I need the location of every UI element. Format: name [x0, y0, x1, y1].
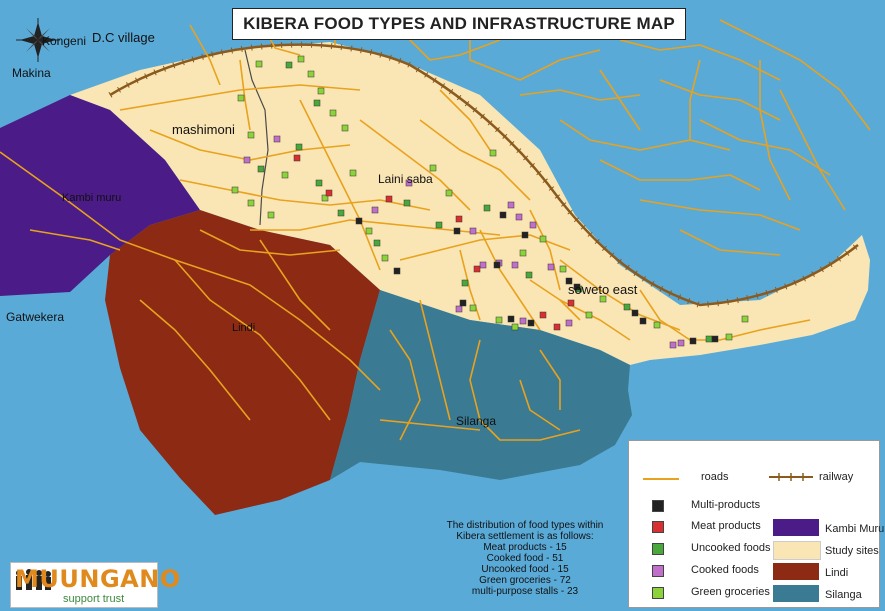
summary-line: Green groceries - 72 — [479, 575, 571, 586]
label-gatwekera: Gatwekera — [6, 310, 65, 324]
label-laini-saba: Laini saba — [378, 172, 433, 186]
railway-legend-line — [769, 473, 813, 481]
map-title: KIBERA FOOD TYPES AND INFRASTRUCTURE MAP — [232, 8, 686, 40]
food-distribution-summary: The distribution of food types within Ki… — [400, 520, 650, 597]
green-groceries-markers — [231, 55, 749, 341]
summary-line: Kibera settlement is as follows: — [456, 531, 594, 542]
food-stall-markers — [231, 55, 749, 349]
meat-products-swatch — [652, 521, 664, 533]
legend-study-sites: Study sites — [825, 545, 879, 557]
logo-subtitle: support trust — [63, 593, 125, 605]
lindi-swatch — [773, 563, 819, 580]
people-silhouettes-icon — [16, 569, 51, 590]
legend-roads: roads — [701, 471, 729, 483]
silanga-swatch — [773, 585, 819, 602]
label-lindi: Lindi — [232, 322, 256, 334]
lindi-region — [105, 210, 380, 515]
label-silanga: Silanga — [456, 414, 497, 428]
silanga-region — [330, 290, 632, 480]
map-legend: roads railway Multi-products Meat produc… — [628, 440, 884, 608]
label-dc-village: D.C village — [92, 30, 155, 45]
legend-silanga: Silanga — [825, 589, 862, 601]
multi-products-markers — [355, 211, 719, 345]
label-kongeni: Kongeni — [42, 34, 87, 48]
label-soweto-east: soweto east — [568, 282, 638, 297]
legend-uncooked-foods: Uncooked foods — [691, 542, 771, 554]
study-sites-swatch — [773, 541, 821, 560]
cooked-foods-swatch — [652, 565, 664, 577]
compass-rose-icon — [16, 18, 60, 62]
summary-line: The distribution of food types within — [446, 520, 604, 531]
muungano-logo: MUUNGANO support trust — [10, 562, 180, 608]
label-makina: Makina — [12, 66, 51, 80]
roads-legend-line — [643, 478, 679, 480]
uncooked-foods-markers — [257, 61, 713, 343]
legend-meat-products: Meat products — [691, 520, 761, 532]
study-sites-region — [70, 42, 870, 365]
logo-wordmark: MUUNGANO — [15, 565, 181, 593]
legend-green-groceries: Green groceries — [691, 586, 770, 598]
legend-kambi-muru: Kambi Muru — [825, 523, 885, 535]
label-kambi-muru: Kambi muru — [62, 192, 122, 204]
multi-products-swatch — [652, 500, 664, 512]
legend-multi-products: Multi-products — [691, 499, 761, 511]
kambi-muru-swatch — [773, 519, 819, 536]
summary-line: Cooked food - 51 — [486, 553, 564, 564]
uncooked-foods-swatch — [652, 543, 664, 555]
summary-line: multi-purpose stalls - 23 — [471, 586, 579, 597]
meat-products-markers — [293, 154, 575, 331]
label-mashimoni: mashimoni — [172, 122, 235, 137]
kambi-muru-region — [0, 95, 200, 296]
green-groceries-swatch — [652, 587, 664, 599]
legend-railway: railway — [819, 471, 854, 483]
summary-line: Uncooked food - 15 — [481, 564, 569, 575]
railway — [109, 43, 859, 307]
summary-line: Meat products - 15 — [483, 542, 567, 553]
legend-lindi: Lindi — [825, 567, 849, 579]
legend-cooked-foods: Cooked foods — [691, 564, 759, 576]
